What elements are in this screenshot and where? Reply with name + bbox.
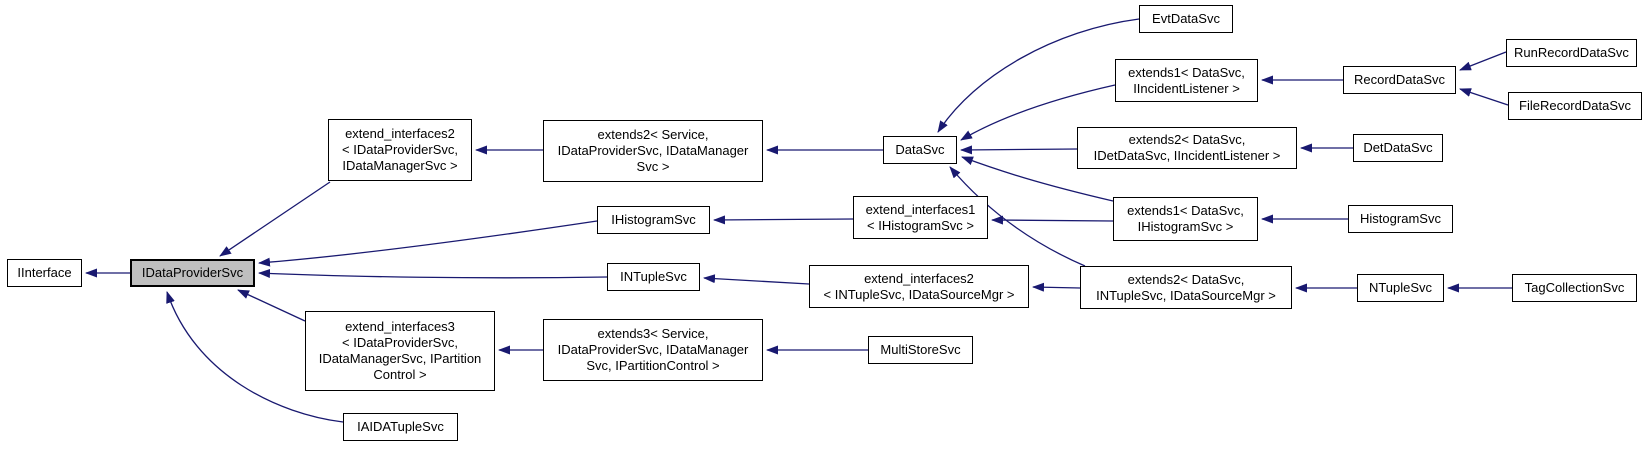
node-runrecorddatasvc[interactable]: RunRecordDataSvc (1506, 39, 1637, 67)
edge-filerecorddatasvc-to-recorddatasvc (1459, 88, 1509, 106)
edge-extend-interfaces2-ntuple-to-intuplesvc (703, 274, 810, 285)
node-filerecorddatasvc[interactable]: FileRecordDataSvc (1508, 92, 1642, 120)
edge-iaidatuplesvc-to-idataprovidersvc (166, 291, 344, 423)
edge-group (85, 18, 1512, 423)
node-iinterface[interactable]: IInterface (7, 259, 82, 287)
node-extends2-ntuple[interactable]: extends2< DataSvc, INTupleSvc, IDataSour… (1080, 266, 1292, 309)
edge-ihistogramsvc-to-idataprovidersvc (258, 220, 598, 267)
node-iaidatuplesvc[interactable]: IAIDATupleSvc (343, 413, 458, 441)
node-multistoresvc[interactable]: MultiStoreSvc (868, 336, 973, 364)
edge-extends1-histogram-to-datasvc (961, 156, 1114, 202)
node-extends1-incident[interactable]: extends1< DataSvc, IIncidentListener > (1115, 59, 1258, 102)
node-recorddatasvc[interactable]: RecordDataSvc (1343, 66, 1456, 94)
edge-extend-interfaces1-histogram-to-ihistogramsvc (713, 215, 854, 225)
node-extends3-service[interactable]: extends3< Service, IDataProviderSvc, IDa… (543, 319, 763, 381)
edge-extends2-det-to-datasvc (960, 145, 1078, 155)
node-ihistogramsvc[interactable]: IHistogramSvc (597, 206, 710, 234)
node-datasvc[interactable]: DataSvc (883, 136, 957, 164)
node-histogramsvc[interactable]: HistogramSvc (1348, 205, 1453, 233)
node-tagcollectionsvc[interactable]: TagCollectionSvc (1512, 274, 1637, 302)
node-evtdatasvc[interactable]: EvtDataSvc (1139, 5, 1233, 33)
edge-evtdatasvc-to-datasvc (937, 18, 1140, 133)
edge-runrecorddatasvc-to-recorddatasvc (1459, 51, 1507, 71)
edge-extend-interfaces3-to-idataprovidersvc (237, 289, 306, 322)
node-extends2-det[interactable]: extends2< DataSvc, IDetDataSvc, IInciden… (1077, 127, 1297, 169)
edge-extends2-ntuple-to-datasvc (949, 166, 1086, 267)
node-extend-interfaces2-provider[interactable]: extend_interfaces2 < IDataProviderSvc, I… (328, 119, 472, 181)
edge-extend-interfaces2-provider-to-idataprovidersvc (219, 181, 331, 257)
node-extends2-service[interactable]: extends2< Service, IDataProviderSvc, IDa… (543, 120, 763, 182)
edge-extends1-histogram-to-extend-interfaces1-histogram (991, 215, 1114, 225)
node-extend-interfaces1-histogram[interactable]: extend_interfaces1 < IHistogramSvc > (853, 196, 988, 239)
node-extend-interfaces3[interactable]: extend_interfaces3 < IDataProviderSvc, I… (305, 311, 495, 391)
node-extend-interfaces2-ntuple[interactable]: extend_interfaces2 < INTupleSvc, IDataSo… (809, 265, 1029, 308)
edge-extends2-ntuple-to-extend-interfaces2-ntuple (1032, 282, 1081, 292)
node-detdatasvc[interactable]: DetDataSvc (1353, 134, 1443, 162)
edge-extends1-incident-to-datasvc (960, 84, 1116, 141)
node-extends1-histogram[interactable]: extends1< DataSvc, IHistogramSvc > (1113, 197, 1258, 241)
edge-intuplesvc-to-idataprovidersvc (258, 268, 608, 279)
node-idataprovidersvc[interactable]: IDataProviderSvc (130, 259, 255, 287)
node-ntuplesvc[interactable]: NTupleSvc (1357, 274, 1444, 302)
node-intuplesvc[interactable]: INTupleSvc (607, 263, 700, 291)
